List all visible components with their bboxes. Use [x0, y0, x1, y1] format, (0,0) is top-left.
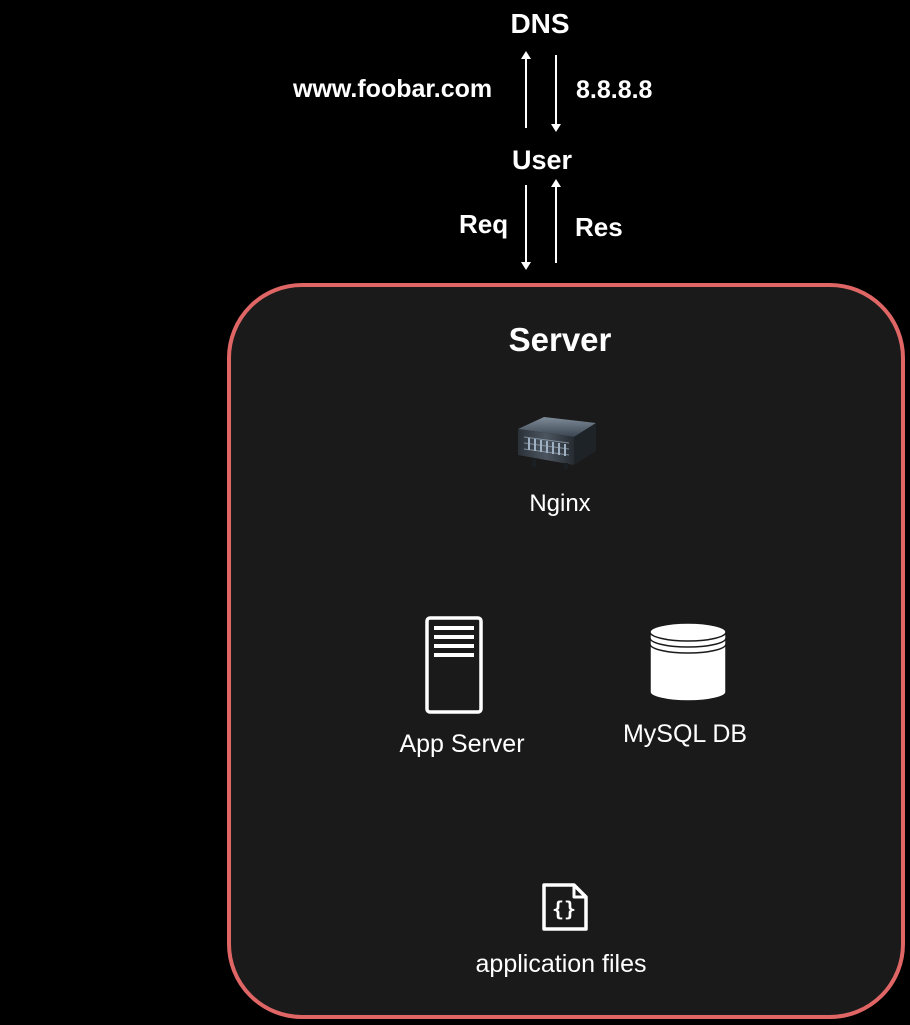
server-tower-icon — [425, 616, 483, 714]
flow-arrows — [521, 51, 561, 270]
nginx-label: Nginx — [529, 490, 591, 517]
rack-server-icon — [518, 417, 596, 469]
server-title: Server — [508, 321, 612, 358]
app-server-label: App Server — [399, 730, 525, 758]
response-label: Res — [575, 212, 623, 242]
application-files-label: application files — [475, 950, 647, 978]
code-file-icon: {} — [542, 883, 588, 931]
user-label: User — [511, 145, 573, 175]
database-icon — [649, 622, 727, 702]
server-container — [227, 283, 905, 1019]
dns-response-label: 8.8.8.8 — [576, 76, 653, 104]
svg-text:{}: {} — [552, 897, 576, 921]
mysql-label: MySQL DB — [622, 720, 748, 748]
request-label: Req — [459, 209, 509, 239]
dns-label: DNS — [510, 8, 570, 39]
dns-query-label: www.foobar.com — [293, 75, 493, 103]
